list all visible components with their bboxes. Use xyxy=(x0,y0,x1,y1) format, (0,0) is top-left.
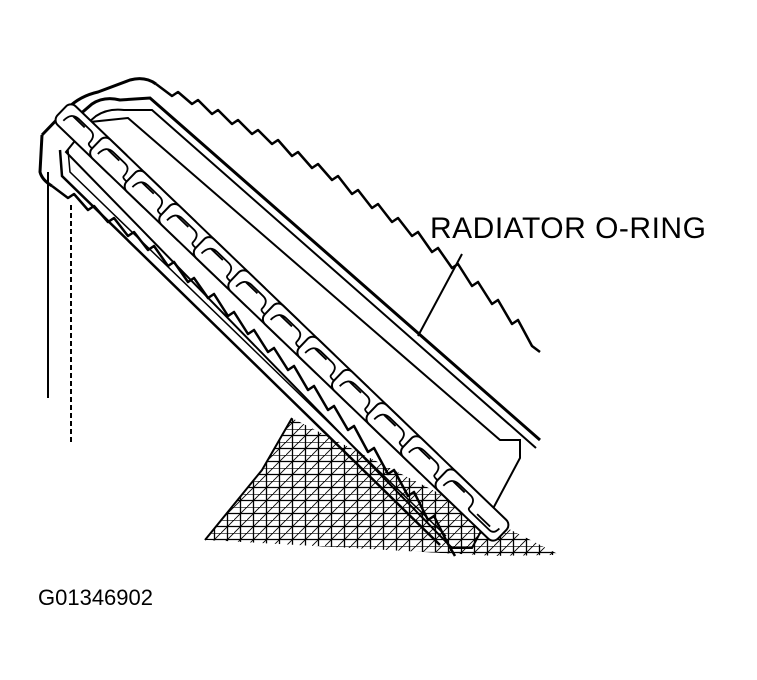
figure-id: G01346902 xyxy=(38,585,153,610)
tube-slot xyxy=(434,468,510,542)
radiator-tube-slots xyxy=(54,103,510,542)
callout-leader-line xyxy=(417,253,463,337)
tank-inner-outline xyxy=(64,116,521,549)
radiator-tank-flange xyxy=(38,77,541,557)
radiator-o-ring-label: RADIATOR O-RING xyxy=(430,212,707,245)
radiator-side-edge xyxy=(47,172,72,445)
radiator-core-fins xyxy=(204,417,560,556)
